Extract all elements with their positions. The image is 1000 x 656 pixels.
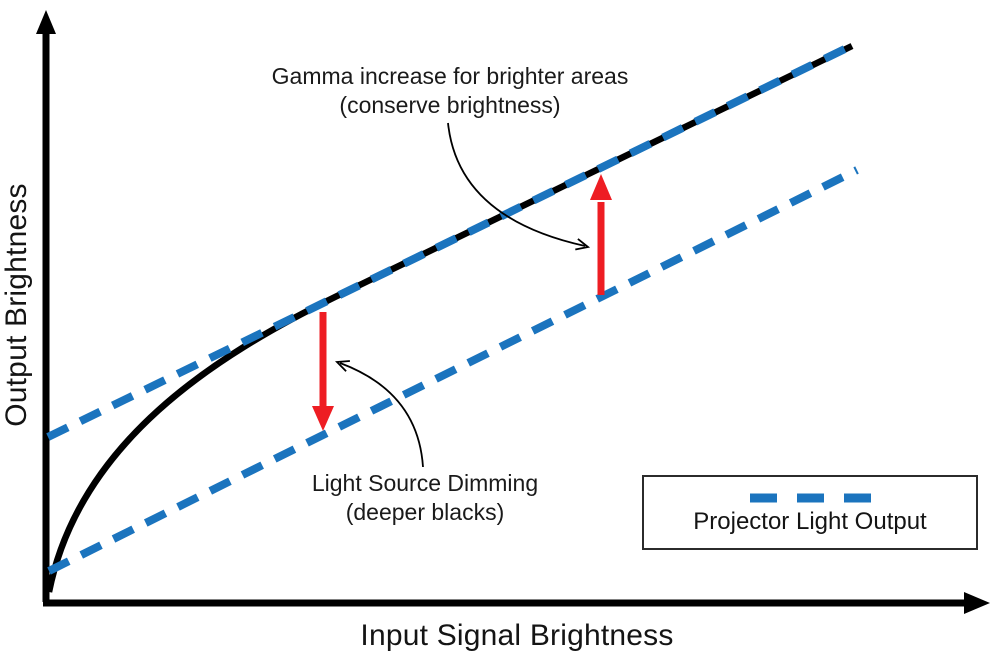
y-axis-arrowhead: [36, 10, 56, 34]
legend-dashed-line-swatch: [749, 493, 871, 502]
lower-dashed-line: [47, 166, 859, 575]
light-source-dimming-annotation-line1: Light Source Dimming: [311, 470, 539, 496]
x-axis-arrowhead: [964, 592, 990, 614]
light-source-dimming-annotation-line2: (deeper blacks): [345, 499, 505, 525]
upper-dashed-line: [46, 41, 855, 441]
legend-box: Projector Light Output: [642, 475, 978, 550]
gamma-pointer-curve: [447, 122, 586, 247]
legend-label: Projector Light Output: [693, 507, 927, 535]
x-axis-label: Input Signal Brightness: [360, 619, 674, 652]
gamma-increase-annotation: Gamma increase for brighter areas (conse…: [272, 62, 629, 120]
dimming-pointer-arrowhead: [335, 360, 350, 372]
red-down-arrowhead: [312, 406, 334, 431]
red-up-arrowhead: [590, 174, 612, 200]
y-axis-label: Output Brightness: [0, 183, 33, 427]
dimming-pointer-curve: [339, 362, 424, 468]
gamma-increase-annotation-line2: (conserve brightness): [339, 92, 561, 118]
gamma-pointer-arrowhead: [575, 238, 591, 251]
light-source-dimming-annotation: Light Source Dimming (deeper blacks): [312, 469, 538, 527]
source-gamma-curve: [45, 43, 854, 593]
gamma-increase-annotation-line1: Gamma increase for brighter areas: [271, 63, 629, 89]
